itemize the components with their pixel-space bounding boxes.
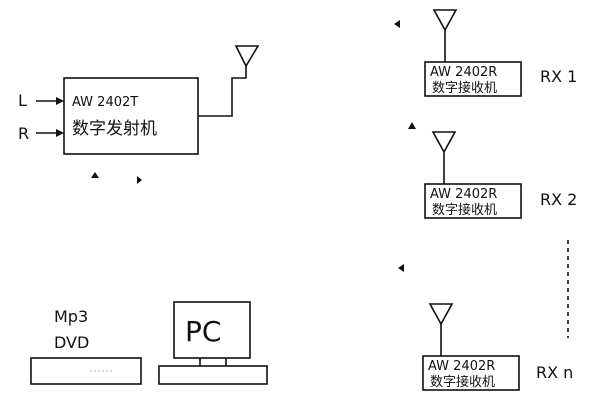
input-label-r: R <box>18 124 29 143</box>
receiver-n-box <box>422 355 520 391</box>
receiver-2-box <box>424 183 522 219</box>
transmitter: L R AW 2402T 数字发射机 <box>18 45 260 184</box>
signal-mark <box>408 122 416 129</box>
transmitter-box <box>63 77 199 155</box>
dvd-label: DVD <box>54 333 89 352</box>
receiver-2-label: RX 2 <box>540 190 577 209</box>
pc-monitor-icon <box>173 301 251 359</box>
input-label-l: L <box>18 91 27 110</box>
receiver-n-label: RX n <box>536 363 573 382</box>
pc: PC <box>158 301 268 385</box>
signal-mark <box>91 172 99 178</box>
media-player-box <box>30 357 142 385</box>
receiver-2-model: AW 2402R <box>430 187 497 202</box>
receiver-2: AW 2402R 数字接收机 RX 2 <box>408 122 577 219</box>
receiver-1: AW 2402R 数字接收机 RX 1 <box>394 9 577 97</box>
receiver-1-box <box>424 61 522 97</box>
mp3-label: Mp3 <box>54 307 88 326</box>
signal-mark <box>398 264 404 272</box>
receiver-n-name: 数字接收机 <box>430 374 495 390</box>
pc-base-box <box>158 365 268 385</box>
receiver-n-model: AW 2402R <box>428 359 495 374</box>
input-arrow-r <box>36 129 64 137</box>
receiver-1-antenna-icon <box>432 9 458 62</box>
receiver-2-antenna-icon <box>431 131 457 184</box>
transmitter-name: 数字发射机 <box>72 119 157 139</box>
receiver-n-antenna-icon <box>428 303 454 356</box>
pc-label: PC <box>185 315 221 348</box>
receiver-n: AW 2402R 数字接收机 RX n <box>422 303 573 391</box>
input-arrow-l <box>36 97 64 105</box>
receiver-1-model: AW 2402R <box>430 65 497 80</box>
receiver-2-name: 数字接收机 <box>432 202 497 218</box>
transmitter-feed-line <box>198 66 247 117</box>
signal-mark <box>394 20 400 28</box>
transmitter-model: AW 2402T <box>72 95 138 110</box>
transmitter-antenna-icon <box>234 45 260 68</box>
media-player: Mp3 DVD <box>30 307 142 385</box>
receiver-1-name: 数字接收机 <box>432 80 497 96</box>
receiver-1-label: RX 1 <box>540 67 577 86</box>
signal-mark <box>137 176 142 184</box>
